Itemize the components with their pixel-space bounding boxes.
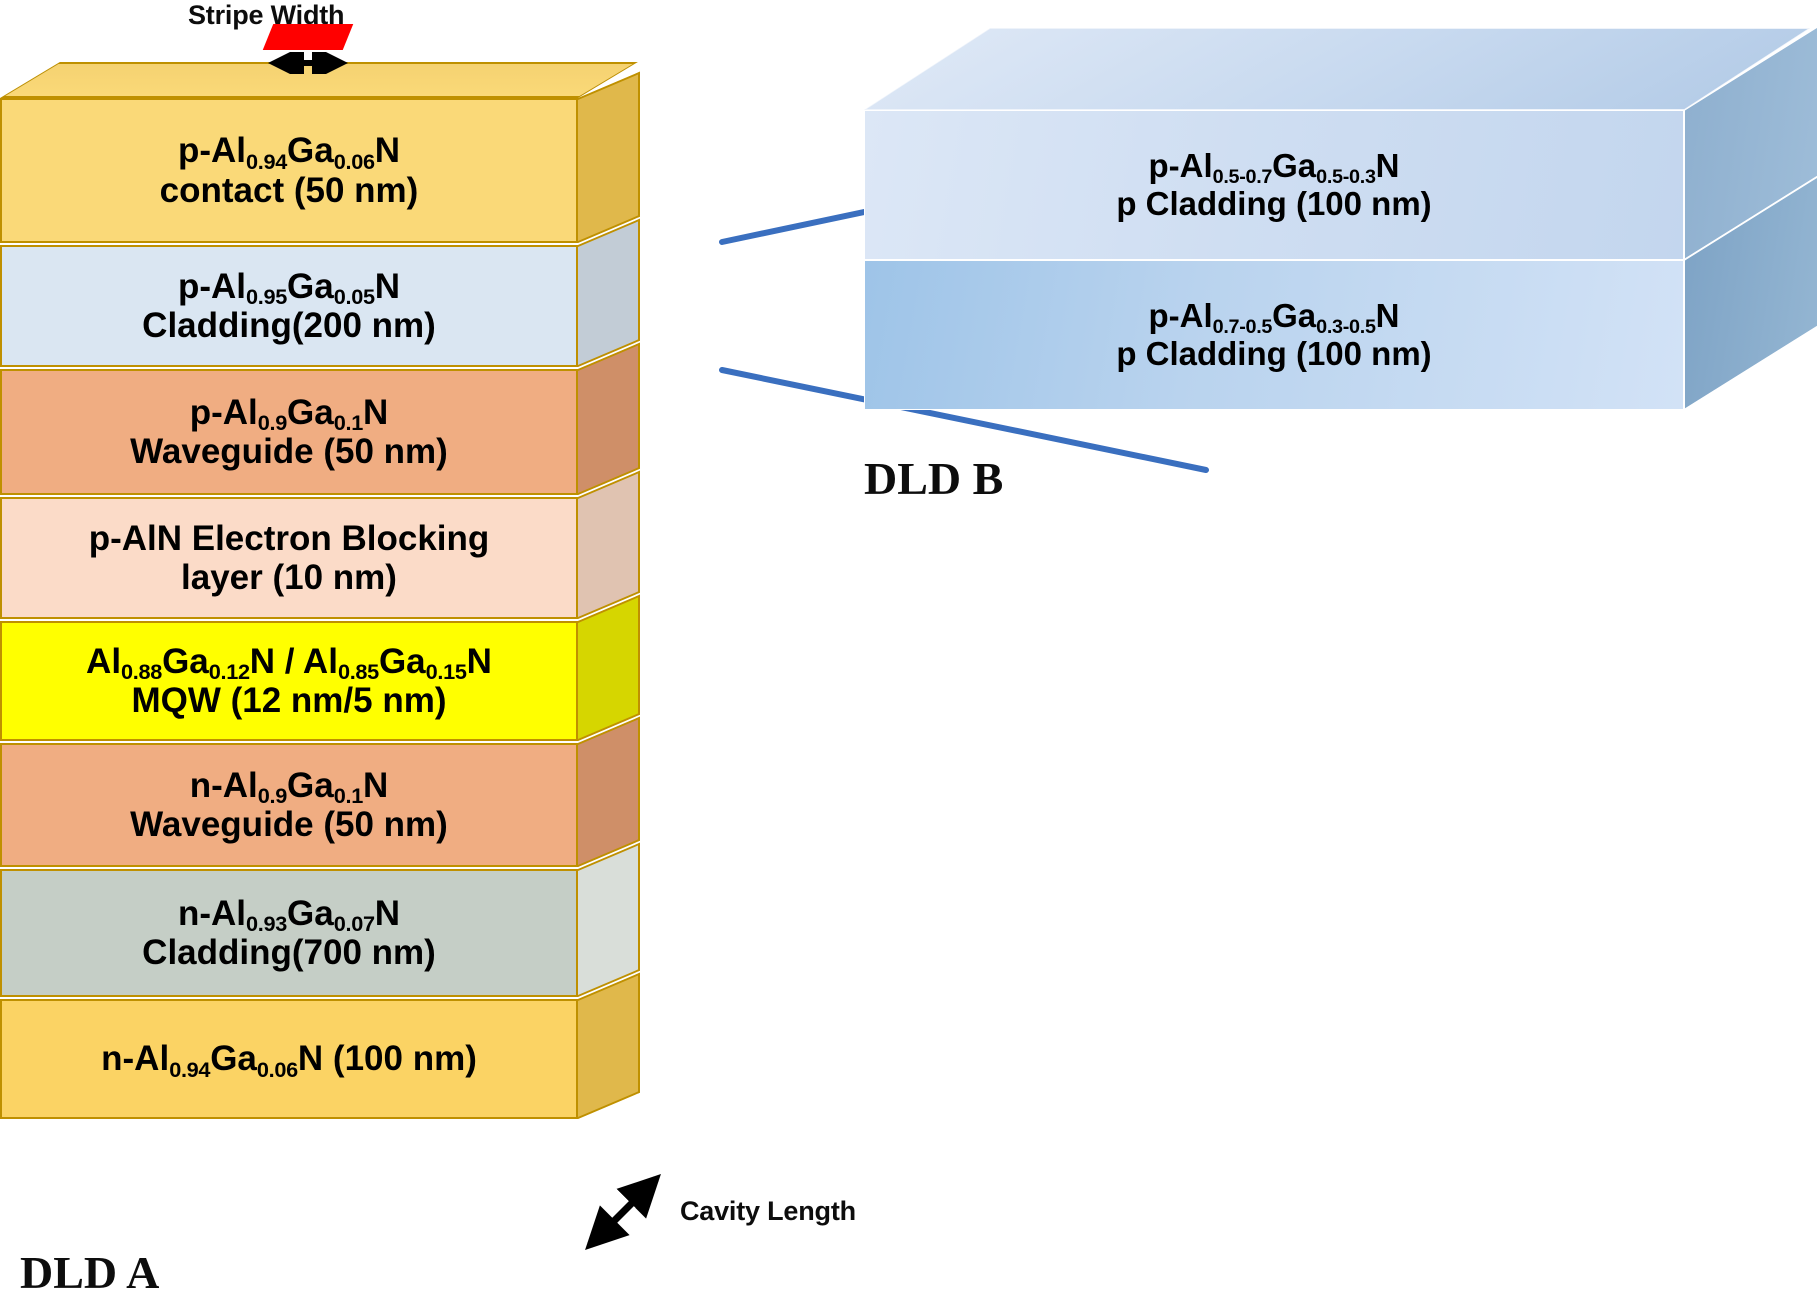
dld-a-layer-side-n-waveguide — [578, 716, 640, 867]
cavity-length-arrow — [585, 1174, 661, 1250]
dld-a-layer-n-contact: n-Al0.94Ga0.06N (100 nm) — [0, 999, 578, 1119]
dld-a-caption: DLD A — [20, 1247, 160, 1298]
dld-b-caption: DLD B — [864, 453, 1004, 504]
stripe-contact-indicator — [262, 24, 354, 50]
dld-a-layer-side-mqw — [578, 594, 640, 741]
stripe-width-arrow — [268, 52, 348, 74]
dld-a-layer-side-p-cladding — [578, 218, 640, 367]
cavity-length-label: Cavity Length — [680, 1196, 856, 1226]
dld-a-layer-side-n-contact — [578, 972, 640, 1119]
dld-b-top-face — [864, 28, 1811, 110]
dld-a-layer-side-n-cladding — [578, 842, 640, 997]
dld-a-layer-side-p-ebl — [578, 470, 640, 619]
dld-a-layer-label-n-contact: n-Al0.94Ga0.06N (100 nm) — [101, 1039, 477, 1082]
dld-a-layer-side-p-contact — [578, 71, 640, 244]
dld-a-layer-side-p-waveguide — [578, 342, 640, 495]
